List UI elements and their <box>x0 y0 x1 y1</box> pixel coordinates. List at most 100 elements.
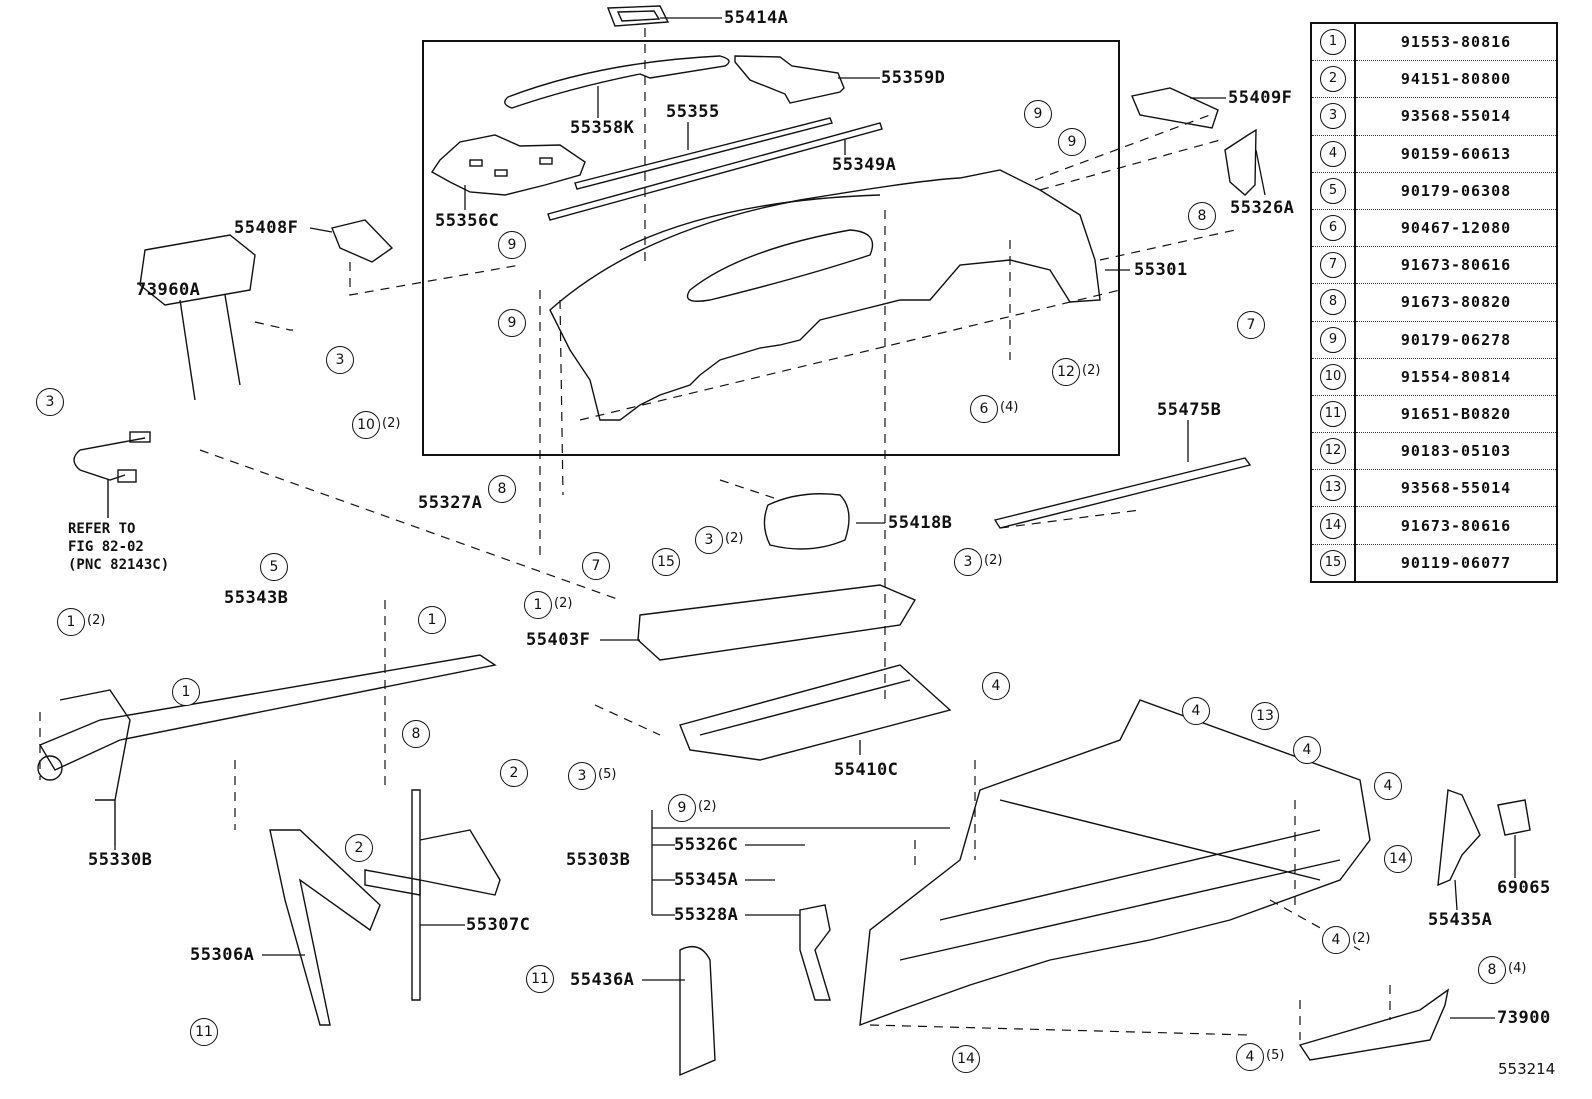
callout-circle[interactable]: 4 <box>1182 697 1210 725</box>
parts-table-key: 7 <box>1311 246 1356 284</box>
parts-table-row[interactable]: 2 94151-80800 <box>1311 60 1557 98</box>
callout-circle[interactable]: 11 <box>526 965 554 993</box>
callout-qty: (2) <box>725 531 744 546</box>
callout-circle[interactable]: 7 <box>1237 311 1265 339</box>
label-55326C: 55326C <box>674 835 739 855</box>
key-circle: 2 <box>1320 66 1346 93</box>
callout-circle[interactable]: 3 <box>954 548 982 576</box>
callout-circle[interactable]: 7 <box>582 552 610 580</box>
label-55349A: 55349A <box>832 155 897 175</box>
parts-table-part-number: 94151-80800 <box>1355 60 1557 98</box>
parts-table-key: 15 <box>1311 543 1356 582</box>
wire-harness-shape <box>73 437 146 481</box>
label-55475B: 55475B <box>1157 400 1222 420</box>
label-55301: 55301 <box>1134 260 1188 280</box>
part-55435A-shape <box>1437 789 1481 887</box>
callout-circle[interactable]: 15 <box>652 548 680 576</box>
callout-circle[interactable]: 1 <box>524 591 552 619</box>
callout-circle[interactable]: 9 <box>498 231 526 259</box>
callout-circle[interactable]: 11 <box>190 1018 218 1046</box>
refer-note: REFER TO FIG 82-02 (PNC 82143C) <box>68 520 169 574</box>
part-55303B-shape <box>859 699 1371 1027</box>
callout-circle[interactable]: 2 <box>500 759 528 787</box>
label-55436A: 55436A <box>570 970 635 990</box>
callout-circle[interactable]: 1 <box>418 606 446 634</box>
parts-table-part-number: 91651-B0820 <box>1355 394 1557 433</box>
key-circle: 4 <box>1320 140 1346 167</box>
callout-circle[interactable]: 5 <box>260 553 288 581</box>
callout-circle[interactable]: 9 <box>498 309 526 337</box>
callout-circle[interactable]: 4 <box>1293 736 1321 764</box>
callout-circle[interactable]: 3 <box>326 346 354 374</box>
callout-circle[interactable]: 3 <box>568 762 596 790</box>
parts-table-key: 5 <box>1311 171 1356 210</box>
callout-circle[interactable]: 8 <box>1478 956 1506 984</box>
callout-circle[interactable]: 1 <box>57 608 85 636</box>
callout-circle[interactable]: 3 <box>695 526 723 554</box>
callout-circle[interactable]: 6 <box>970 395 998 423</box>
parts-table-key: 11 <box>1311 394 1356 433</box>
parts-table-key: 12 <box>1311 432 1356 470</box>
parts-table-part-number: 90159-60613 <box>1355 134 1557 173</box>
label-55326A: 55326A <box>1230 198 1295 218</box>
label-55307C: 55307C <box>466 915 531 935</box>
callout-circle[interactable]: 9 <box>668 794 696 822</box>
label-55359D: 55359D <box>881 68 946 88</box>
callout-circle[interactable]: 14 <box>952 1045 980 1073</box>
part-steering-support-shape <box>38 654 497 771</box>
part-55358K-shape <box>504 55 730 109</box>
parts-table-part-number: 93568-55014 <box>1355 97 1557 136</box>
callout-circle[interactable]: 4 <box>1374 772 1402 800</box>
callout-circle[interactable]: 13 <box>1251 702 1279 730</box>
callout-circle[interactable]: 8 <box>1188 202 1216 230</box>
key-circle: 6 <box>1320 215 1346 242</box>
label-55303B: 55303B <box>566 850 631 870</box>
figure-number: 553214 <box>1498 1060 1556 1078</box>
callout-circle[interactable]: 2 <box>345 834 373 862</box>
callout-circle[interactable]: 9 <box>1024 100 1052 128</box>
callout-circle[interactable]: 4 <box>982 672 1010 700</box>
callout-circle[interactable]: 3 <box>36 388 64 416</box>
callout-circle[interactable]: 4 <box>1322 926 1350 954</box>
parts-table-key: 10 <box>1311 357 1356 396</box>
parts-table-part-number: 90179-06308 <box>1355 171 1557 210</box>
parts-table-row[interactable]: 4 90159-60613 <box>1311 134 1557 173</box>
callout-circle[interactable]: 10 <box>352 411 380 439</box>
callout-circle[interactable]: 14 <box>1384 845 1412 873</box>
callout-circle[interactable]: 8 <box>488 475 516 503</box>
label-55345A: 55345A <box>674 870 739 890</box>
callout-circle[interactable]: 12 <box>1052 358 1080 386</box>
label-55327A: 55327A <box>418 493 483 513</box>
part-55356C-shape <box>430 134 586 196</box>
label-73900: 73900 <box>1497 1008 1551 1028</box>
callout-qty: (5) <box>598 767 617 782</box>
callout-circle[interactable]: 9 <box>1058 128 1086 156</box>
callout-circle[interactable]: 1 <box>172 678 200 706</box>
part-55359D-shape <box>734 55 845 104</box>
part-55408F-shape <box>331 219 394 263</box>
callout-qty: (2) <box>87 613 106 628</box>
key-circle: 13 <box>1320 475 1346 502</box>
part-55301-shape <box>549 169 1101 421</box>
callout-circle[interactable]: 8 <box>402 720 430 748</box>
refer-note-line-2: FIG 82-02 <box>68 539 144 555</box>
callout-circle[interactable]: 4 <box>1236 1043 1264 1071</box>
parts-table-part-number: 91673-80616 <box>1355 506 1557 545</box>
part-55410C-shape <box>679 664 952 761</box>
part-55306A-shape <box>269 829 381 1026</box>
